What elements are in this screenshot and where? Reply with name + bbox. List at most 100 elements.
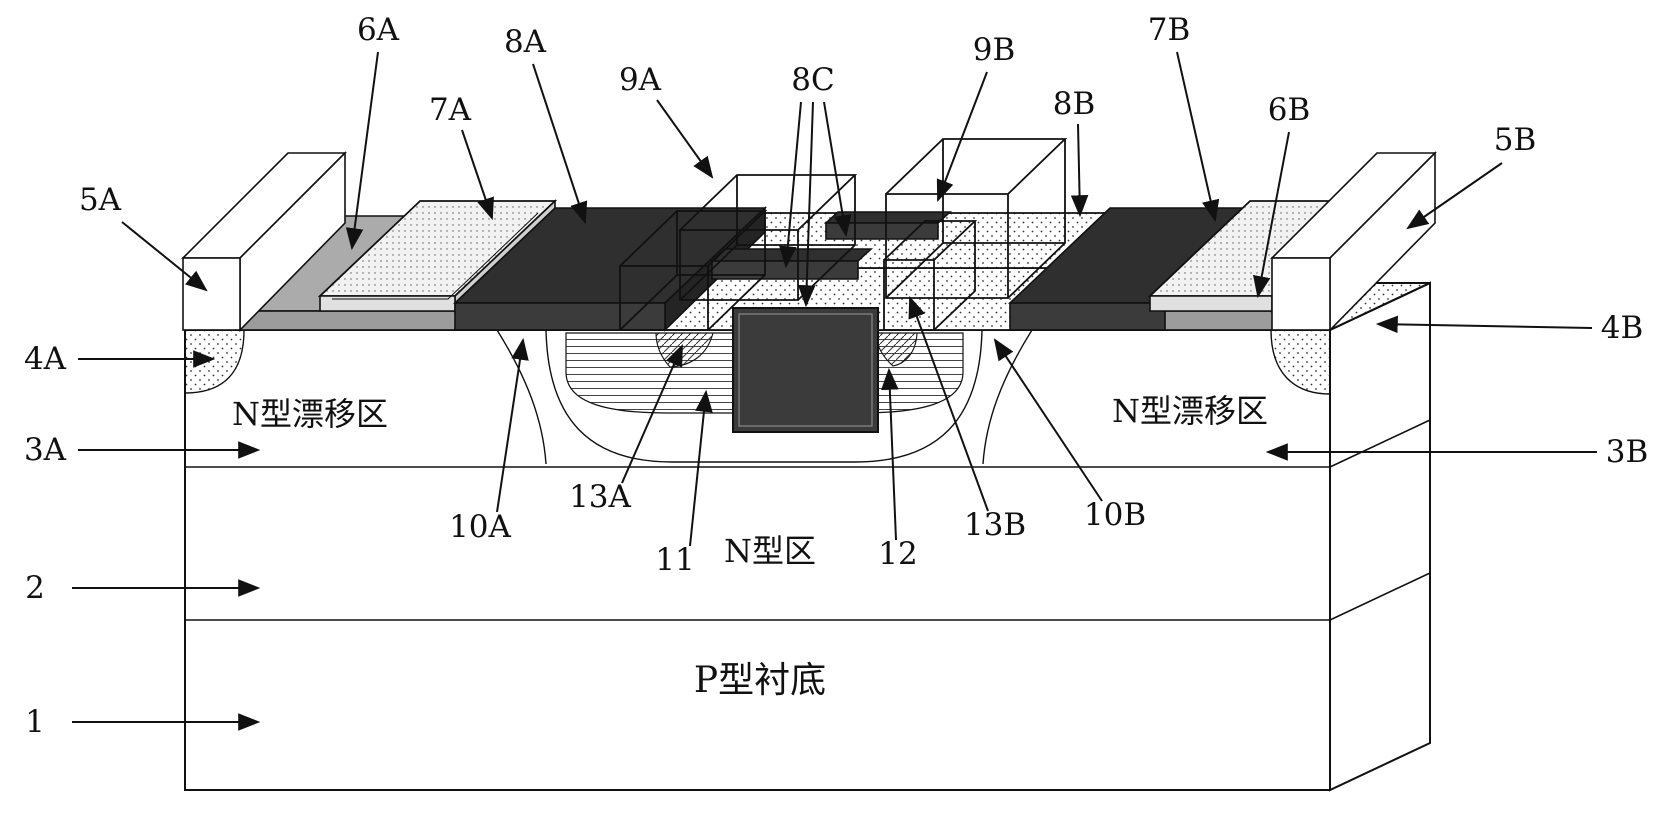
label-7a: 7A (429, 92, 494, 221)
label-13b: 13B (908, 295, 1026, 543)
arrow-7b (1176, 51, 1220, 223)
drift-region-left-label: N型漂移区 (232, 395, 388, 433)
label-9a-text: 9A (619, 62, 662, 98)
trench-block-12 (732, 307, 879, 433)
arrow-8c-2 (797, 101, 816, 308)
center-well-outline (545, 329, 983, 463)
arrow-10a (496, 337, 529, 513)
label-1-text: 1 (25, 704, 45, 740)
label-12: 12 (878, 367, 918, 572)
label-11: 11 (655, 389, 713, 578)
label-4a-text: 4A (24, 341, 67, 377)
center-region-label: N型区 (724, 532, 816, 570)
contact-box-9b (885, 138, 1068, 299)
contact-box-left-frame (619, 210, 768, 331)
label-8c-text: 8C (791, 62, 834, 98)
label-9a: 9A (619, 62, 714, 179)
label-8c: 8C (779, 62, 852, 308)
layer-line-epi-side (1329, 419, 1431, 468)
plate-7a-rim-line (332, 212, 539, 300)
block-side-face (1329, 281, 1431, 792)
arrow-11 (689, 389, 713, 547)
annotations: 4A 3A 2 1 5A 6A 7A 8A (24, 12, 1648, 740)
arrow-13b (908, 295, 989, 512)
trench-block-12-rim (738, 313, 873, 427)
end-bar-5b (1270, 151, 1437, 332)
end-bar-5b-front (1271, 257, 1331, 331)
label-4a: 4A (24, 341, 216, 377)
drift-boundary-right (982, 329, 1033, 465)
plate-7a-front (319, 295, 456, 312)
label-7a-text: 7A (429, 92, 472, 128)
label-3a-text: 3A (24, 432, 67, 468)
label-3a: 3A (24, 432, 261, 468)
label-11-text: 11 (655, 542, 694, 578)
contact-box-9b-frame (885, 138, 1068, 299)
field-plate-8c-low-top (709, 248, 874, 262)
label-5a: 5A (79, 182, 208, 292)
arrow-6a (345, 51, 379, 251)
drift-region-right-label: N型漂移区 (1112, 392, 1268, 430)
label-6b: 6B (1253, 92, 1311, 299)
label-2: 2 (25, 570, 261, 606)
label-5b: 5B (1406, 122, 1537, 230)
arrow-8c-1 (779, 101, 802, 269)
arrow-10b (993, 338, 1103, 502)
substrate-label: P型衬底 (694, 660, 826, 701)
gate-8b-front (1009, 302, 1166, 331)
label-7b-text: 7B (1148, 12, 1191, 48)
label-12-text: 12 (878, 536, 917, 572)
end-bar-5a-front (182, 257, 241, 331)
layer-line-substrate-side (1329, 572, 1431, 621)
label-9b-text: 9B (973, 32, 1016, 68)
label-5a-text: 5A (79, 182, 122, 218)
label-13a-text: 13A (569, 479, 631, 515)
end-bar-5a (181, 151, 347, 332)
arrow-4b (1375, 315, 1593, 334)
label-1: 1 (25, 704, 261, 740)
arrow-5a (121, 221, 208, 292)
p-plug-right-4b (1270, 329, 1331, 395)
label-3b: 3B (1265, 434, 1649, 470)
label-8a: 8A (504, 24, 588, 225)
label-4b-text: 4B (1601, 310, 1644, 346)
label-8a-text: 8A (504, 24, 547, 60)
arrow-8c-3 (823, 101, 852, 238)
gate-8a-front (454, 302, 666, 331)
label-3b-text: 3B (1606, 434, 1649, 470)
contact-box-left (619, 210, 768, 331)
plate-7b-front (1149, 295, 1273, 312)
label-10b-text: 10B (1084, 497, 1146, 533)
arrow-8b (1070, 123, 1089, 218)
surface-structures (181, 138, 1437, 433)
label-6b-text: 6B (1268, 92, 1311, 128)
label-8b: 8B (1053, 86, 1096, 218)
contact-box-small-right (883, 220, 978, 331)
label-13a: 13A (569, 343, 683, 515)
label-13b-text: 13B (964, 507, 1026, 543)
label-6a-text: 6A (357, 12, 400, 48)
label-10b: 10B (993, 338, 1146, 533)
arrow-7a (461, 129, 494, 221)
arrow-9b (936, 71, 988, 203)
arrow-9a (656, 99, 714, 179)
label-2-text: 2 (25, 570, 45, 606)
label-5b-text: 5B (1494, 122, 1537, 158)
label-9b: 9B (936, 32, 1016, 203)
arrow-6b (1253, 131, 1290, 299)
arrow-13a (621, 343, 683, 484)
label-4b: 4B (1375, 310, 1644, 346)
arrow-5b (1406, 162, 1503, 230)
label-8b-text: 8B (1053, 86, 1096, 122)
label-10a: 10A (449, 337, 529, 545)
label-6a: 6A (345, 12, 400, 251)
label-10a-text: 10A (449, 509, 511, 545)
label-7b: 7B (1148, 12, 1220, 223)
region-labels: N型漂移区 N型漂移区 N型区 P型衬底 (232, 392, 1268, 701)
arrow-8a (532, 63, 588, 225)
slab-6a-front (239, 310, 461, 331)
drift-boundary-left (496, 329, 547, 465)
arrow-12 (881, 367, 899, 541)
